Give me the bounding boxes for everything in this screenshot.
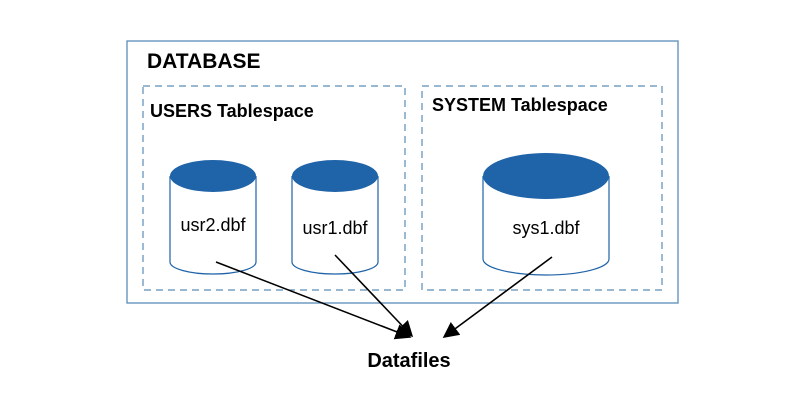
datafile-cylinder-usr1: usr1.dbf xyxy=(291,160,379,275)
cylinder-body xyxy=(291,176,379,275)
database-box xyxy=(126,40,679,304)
datafile-cylinder-usr2: usr2.dbf xyxy=(169,160,257,275)
system-tablespace-box xyxy=(421,85,663,291)
cylinder-body xyxy=(482,176,610,276)
cylinder-top xyxy=(483,153,609,199)
cylinder-top xyxy=(170,160,256,192)
arrow-usr2-to-datafiles xyxy=(215,261,412,340)
datafile-label-usr1: usr1.dbf xyxy=(302,218,368,238)
arrow-usr1-to-datafiles xyxy=(334,254,414,338)
database-title: DATABASE xyxy=(147,50,261,73)
datafile-label-usr2: usr2.dbf xyxy=(180,215,246,235)
cylinder-body xyxy=(169,176,257,275)
users-tablespace-title: USERS Tablespace xyxy=(150,101,314,121)
cylinder-top xyxy=(292,160,378,192)
arrow-sys1-to-datafiles xyxy=(442,256,553,338)
system-tablespace-title: SYSTEM Tablespace xyxy=(432,95,608,115)
datafile-label-sys1: sys1.dbf xyxy=(512,218,580,238)
users-tablespace-box xyxy=(142,85,406,291)
datafile-cylinder-sys1: sys1.dbf xyxy=(482,153,610,276)
datafiles-label: Datafiles xyxy=(367,350,450,372)
